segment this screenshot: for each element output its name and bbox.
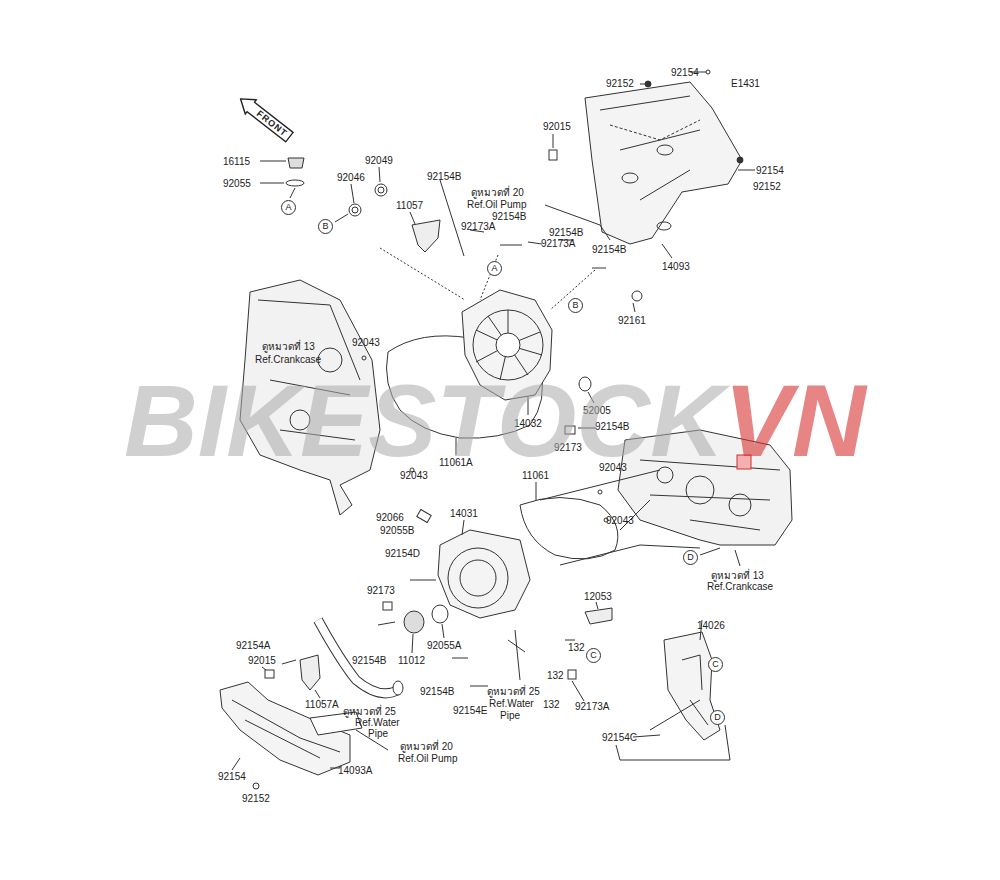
callout-number: 92043 (352, 337, 380, 348)
callout-number: 92049 (365, 155, 393, 166)
callout-number: Ref.Water (355, 717, 400, 728)
callout-number: 132 (568, 642, 585, 653)
reference-circle: D (710, 710, 725, 725)
node-text: B (322, 222, 328, 231)
callout-number: Ref.Crankcase (255, 354, 321, 365)
callout-number: Ref.Crankcase (707, 581, 773, 592)
node-text: A (491, 264, 497, 273)
reference-circle: C (708, 657, 723, 672)
callout-number: 92173A (575, 701, 609, 712)
callout-number: 14093 (662, 261, 690, 272)
callout-number: 92015 (543, 121, 571, 132)
front-arrow: FRONT (234, 90, 297, 145)
callout-number: 14093A (338, 765, 372, 776)
callout-number: Pipe (368, 728, 388, 739)
reference-circle: A (487, 261, 502, 276)
callout-number: 92161 (618, 315, 646, 326)
callout-number: 11057A (305, 699, 339, 710)
callout-number: 92154E (453, 705, 487, 716)
callout-number: 14031 (450, 508, 478, 519)
callout-number: Ref.Oil Pump (398, 753, 457, 764)
callout-number: 11012 (398, 655, 425, 666)
reference-circle: C (586, 648, 601, 663)
reference-circle: A (281, 200, 296, 215)
callout-number: 11057 (396, 200, 423, 211)
node-text: B (572, 301, 578, 310)
callout-number: ดูหมวดที่ 25 (343, 706, 396, 717)
node-text: C (712, 660, 719, 669)
node-text: C (590, 651, 597, 660)
callout-number: 92154B (592, 244, 626, 255)
callout-number: 92152 (606, 78, 634, 89)
node-text: FRONT (255, 109, 290, 139)
callout-number: 92043 (606, 515, 634, 526)
watermark: VN (724, 370, 866, 472)
callout-number: 92154 (756, 165, 784, 176)
callout-number: 92154 (671, 67, 699, 78)
callout-number: 92055B (380, 525, 414, 536)
callout-number: 92046 (337, 172, 365, 183)
callout-number: Ref.Oil Pump (467, 199, 526, 210)
callout-number: Ref.Water (489, 698, 534, 709)
callout-number: 92154A (236, 640, 270, 651)
callout-number: 92066 (376, 512, 404, 523)
callout-number: 132 (543, 699, 560, 710)
callout-number: 14026 (697, 620, 725, 631)
reference-circle: B (318, 219, 333, 234)
callout-number: 92152 (753, 181, 781, 192)
node-text: D (687, 553, 694, 562)
callout-number: ดูหมวดที่ 25 (487, 686, 540, 697)
callout-number: ดูหมวดที่ 13 (262, 341, 315, 352)
callout-number: 92055 (223, 178, 251, 189)
callout-number: ดูหมวดที่ 13 (711, 570, 764, 581)
callout-number: 92173 (367, 585, 395, 596)
callout-number: Pipe (500, 710, 520, 721)
callout-number: 92173A (541, 238, 575, 249)
node-text: A (285, 203, 291, 212)
reference-circle: D (683, 550, 698, 565)
callout-number: 92154 (218, 771, 246, 782)
node-text: D (714, 713, 721, 722)
callout-number: 92154B (549, 227, 583, 238)
callout-number: 92154B (427, 171, 461, 182)
reference-circle: B (568, 298, 583, 313)
watermark: BIKESTOCK (124, 370, 724, 472)
callout-number: E1431 (731, 78, 760, 89)
callout-number: 132 (547, 670, 564, 681)
callout-number: 92152 (242, 793, 270, 804)
callout-number: 16115 (223, 156, 250, 167)
callout-number: 92154B (420, 686, 454, 697)
callout-number: 92154B (352, 655, 386, 666)
callout-number: 92154B (492, 211, 526, 222)
callout-number: 92154C (602, 732, 637, 743)
callout-number: ดูหมวดที่ 20 (471, 187, 524, 198)
callout-number: ดูหมวดที่ 20 (400, 741, 453, 752)
callout-number: 92173A (461, 221, 495, 232)
callout-number: 92015 (248, 655, 276, 666)
callout-number: 92055A (427, 640, 461, 651)
callout-number: 12053 (584, 591, 612, 602)
callout-number: 92154D (385, 548, 420, 559)
